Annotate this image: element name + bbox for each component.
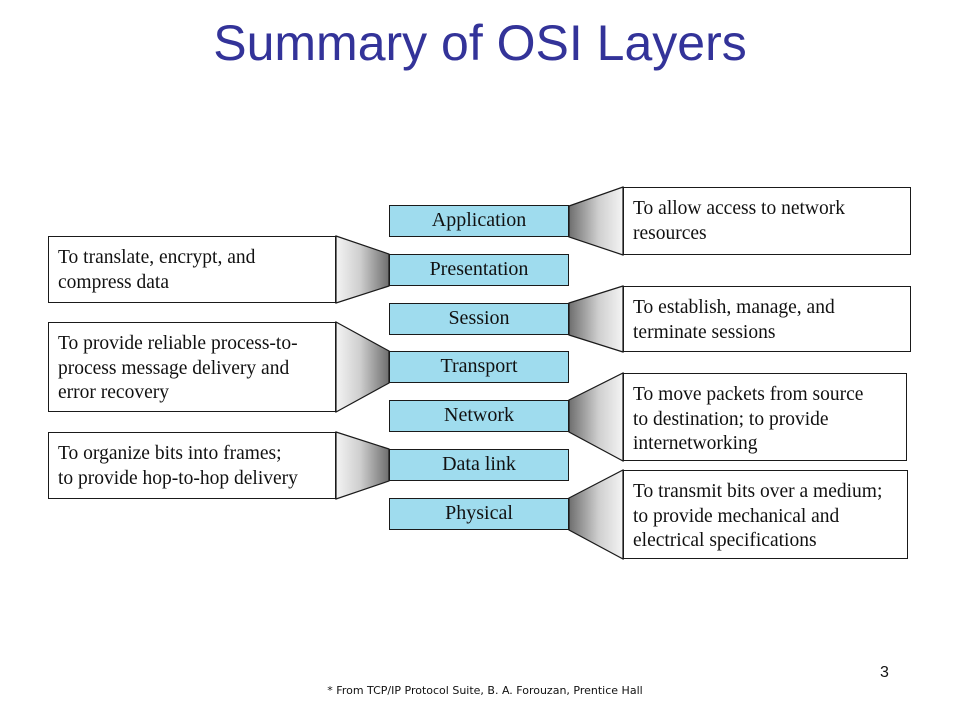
layer-presentation: Presentation (389, 254, 569, 286)
layer-physical: Physical (389, 498, 569, 530)
desc-network: To move packets from source to destinati… (623, 373, 907, 461)
desc-data-link: To organize bits into frames; to provide… (48, 432, 336, 499)
slide-title: Summary of OSI Layers (213, 15, 747, 71)
desc-transport: To provide reliable process-to- process … (48, 322, 336, 412)
desc-presentation: To translate, encrypt, and compress data (48, 236, 336, 303)
source-footnote: * From TCP/IP Protocol Suite, B. A. Foro… (327, 684, 643, 697)
funnel-transport (335, 320, 390, 414)
layer-transport: Transport (389, 351, 569, 383)
desc-application: To allow access to network resources (623, 187, 911, 255)
desc-session: To establish, manage, and terminate sess… (623, 286, 911, 352)
layer-data-link: Data link (389, 449, 569, 481)
layer-application: Application (389, 205, 569, 237)
funnel-session (568, 285, 624, 353)
layer-session: Session (389, 303, 569, 335)
layer-network: Network (389, 400, 569, 432)
funnel-data-link (335, 431, 390, 500)
funnel-application (568, 186, 624, 256)
desc-physical: To transmit bits over a medium; to provi… (623, 470, 908, 559)
funnel-network (568, 372, 624, 463)
funnel-physical (568, 469, 624, 561)
funnel-presentation (335, 235, 390, 304)
page-number: 3 (880, 664, 889, 681)
